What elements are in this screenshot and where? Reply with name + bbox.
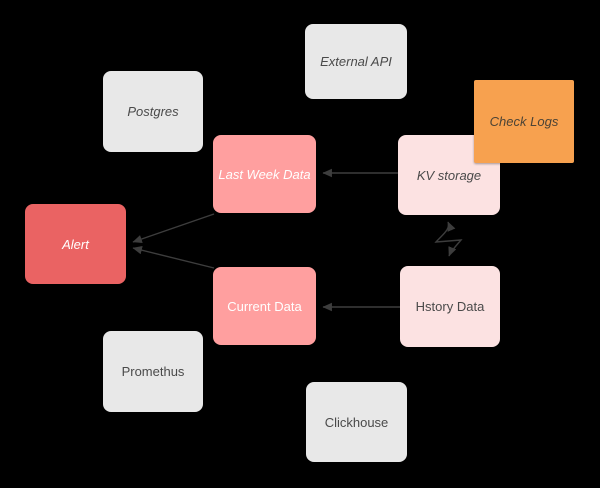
node-kv-storage-label: KV storage (416, 167, 482, 183)
node-last-week-data: Last Week Data (213, 135, 316, 213)
node-hstory-data-label: Hstory Data (415, 299, 485, 314)
node-check-logs: Check Logs (474, 80, 574, 163)
node-current-data: Current Data (213, 267, 316, 345)
node-promethus: Promethus (103, 331, 203, 412)
node-external-api-label: External API (320, 54, 392, 69)
node-last-week-data-label: Last Week Data (218, 166, 311, 182)
node-alert: Alert (25, 204, 126, 284)
node-current-data-label: Current Data (227, 298, 302, 314)
node-external-api: External API (305, 24, 407, 99)
edge-kv-storage-hstory-data-zigzag (434, 221, 463, 257)
node-alert-label: Alert (62, 236, 89, 252)
node-clickhouse-label: Clickhouse (324, 414, 389, 430)
edge-last-week-data-to-alert (132, 213, 215, 244)
node-postgres-label: Postgres (127, 104, 179, 119)
node-check-logs-label: Check Logs (489, 114, 559, 129)
node-hstory-data: Hstory Data (400, 266, 500, 347)
node-postgres: Postgres (103, 71, 203, 152)
edge-current-data-to-alert (132, 246, 215, 269)
node-promethus-label: Promethus (121, 364, 185, 379)
node-clickhouse: Clickhouse (306, 382, 407, 462)
